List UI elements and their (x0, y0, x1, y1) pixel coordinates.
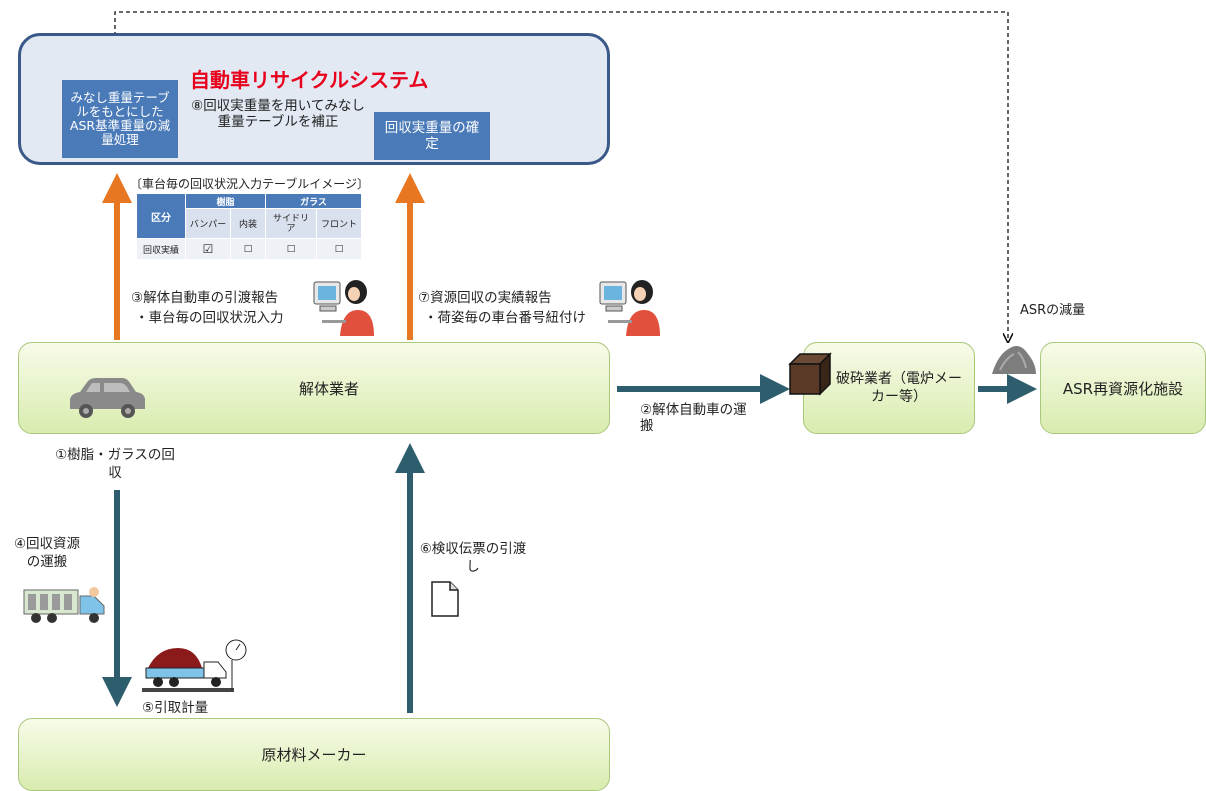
asr-pile-icon (992, 346, 1036, 374)
step3-label: ③解体自動車の引渡報告 (131, 290, 279, 306)
system-title: 自動車リサイクルシステム (190, 68, 429, 92)
shredder-box: 破砕業者（電炉メーカー等） (803, 342, 975, 434)
step4-label: ④回収資源の運搬 (13, 536, 81, 570)
table-cell-bumper: ☑ (185, 238, 231, 260)
dismantler-box: 解体業者 (18, 342, 610, 434)
table-col-bumper: バンパー (185, 208, 231, 239)
table-row-header: 区分 (136, 193, 186, 239)
table-row-label: 回収実績 (136, 238, 186, 260)
shredder-label: 破砕業者（電炉メーカー等） (836, 371, 962, 405)
step7-sublabel: ・荷姿毎の車台番号紐付け (424, 310, 586, 326)
step5-label: ⑤引取計量 (142, 700, 209, 716)
car-icon (70, 378, 145, 418)
weighing-truck-icon (142, 639, 247, 692)
cargo-truck-icon (23, 587, 105, 623)
step7-label: ⑦資源回収の実績報告 (418, 290, 552, 306)
scrap-cube-icon (788, 352, 832, 396)
step8-label: ⑧回収実重量を用いてみなし重量テーブルを補正 (191, 98, 365, 130)
person-computer-icon (313, 280, 374, 336)
table-col-interior: 内装 (230, 208, 266, 239)
dismantler-label: 解体業者 (298, 379, 359, 398)
raw-material-maker-box: 原材料メーカー (18, 718, 610, 791)
person-computer-icon-2 (599, 280, 660, 336)
asr-facility-label: ASR再資源化施設 (1062, 379, 1184, 398)
step3-sublabel: ・車台毎の回収状況入力 (135, 310, 284, 326)
table-col-front: フロント (316, 208, 362, 239)
actual-weight-box: 回収実重量の確定 (374, 112, 490, 160)
table-cell-interior: □ (230, 238, 266, 260)
step6-label: ⑥検収伝票の引渡し (419, 541, 527, 575)
table-caption: 〔車台毎の回収状況入力テーブルイメージ〕 (130, 177, 370, 191)
recovery-status-table: 区分 樹脂 ガラス バンパー 内装 サイドリア フロント 回収実績 ☑ □ □ … (136, 192, 362, 260)
asr-weight-reduction-box: みなし重量テーブルをもとにしたASR基準重量の減量処理 (62, 80, 178, 158)
table-group-glass: ガラス (265, 192, 362, 210)
step2-label: ②解体自動車の運搬 (640, 402, 747, 434)
raw-material-maker-label: 原材料メーカー (261, 746, 367, 764)
asr-facility-box: ASR再資源化施設 (1040, 342, 1206, 434)
document-icon (431, 581, 459, 617)
asr-reduce-label: ASRの減量 (1020, 303, 1086, 318)
table-col-side-rear: サイドリア (265, 208, 317, 239)
step1-label: ①樹脂・ガラスの回収 (55, 447, 175, 481)
table-group-resin: 樹脂 (185, 192, 266, 210)
table-cell-front: □ (316, 238, 362, 260)
table-cell-side-rear: □ (265, 238, 317, 260)
